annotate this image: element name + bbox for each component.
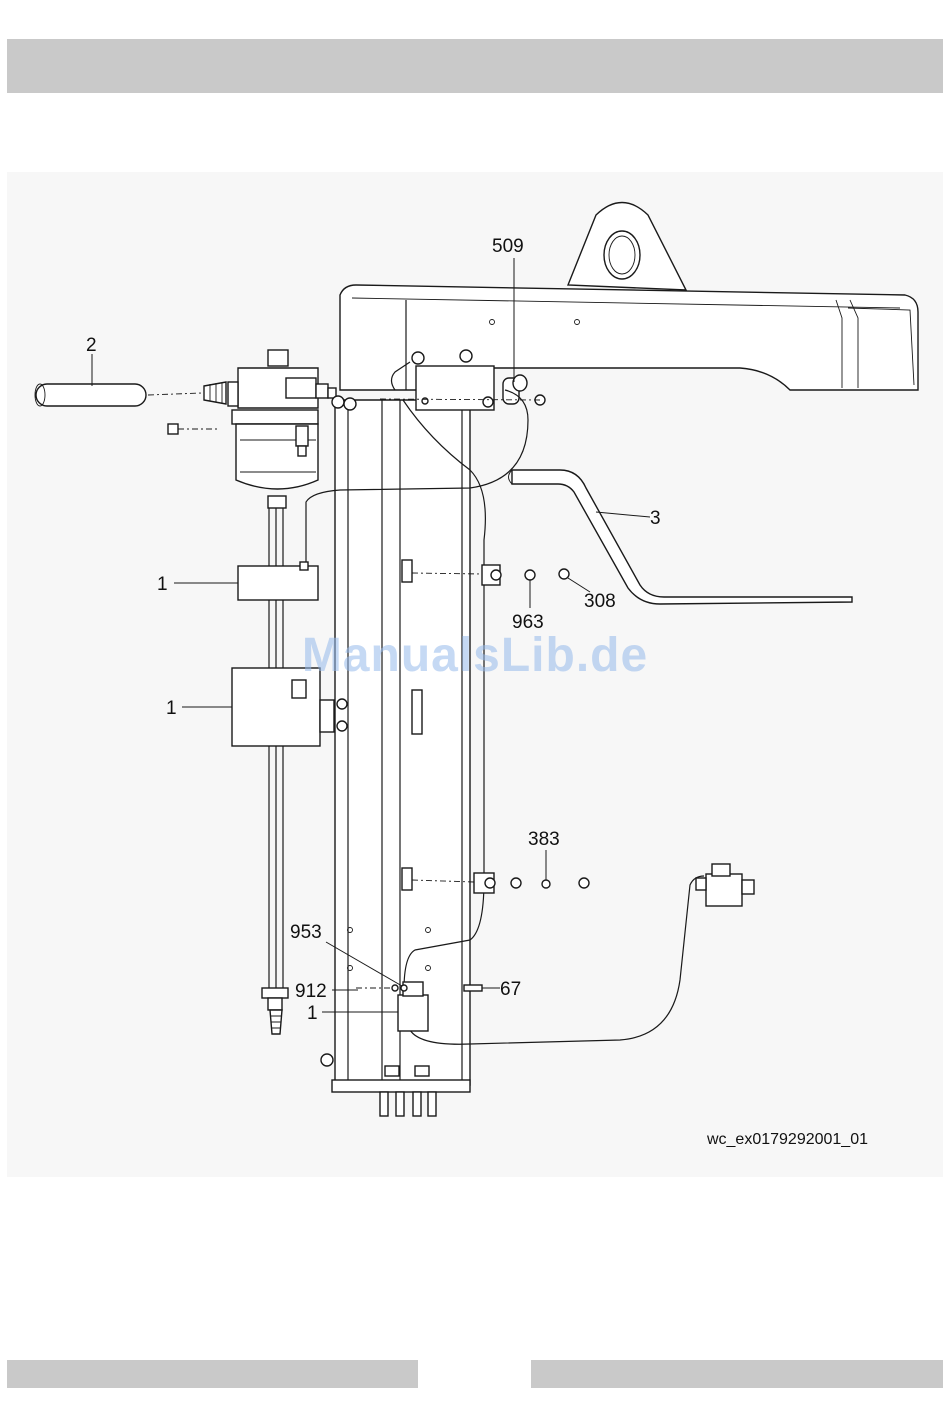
remote-control-box [696,864,754,906]
callout-383: 383 [528,829,560,850]
callout-1-lower: 1 [307,1003,318,1024]
callout-509: 509 [492,236,524,257]
callout-1-middle: 1 [166,698,177,719]
pump-head [168,350,356,508]
callout-953: 953 [290,922,322,943]
callout-308: 308 [584,591,616,612]
callout-1-upper: 1 [157,574,168,595]
hose [35,384,202,406]
footer-bar-left [7,1360,418,1388]
handle-bar [509,470,853,604]
callout-912: 912 [295,981,327,1002]
footer-bar-right [531,1360,943,1388]
drive-shaft [232,508,347,1034]
callout-3: 3 [650,508,661,529]
callout-2: 2 [86,335,97,356]
drawing-id: wc_ex0179292001_01 [707,1131,868,1149]
lifting-eye [568,203,686,291]
watermark: ManualsLib.de [0,628,950,683]
callout-67: 67 [500,979,521,1000]
